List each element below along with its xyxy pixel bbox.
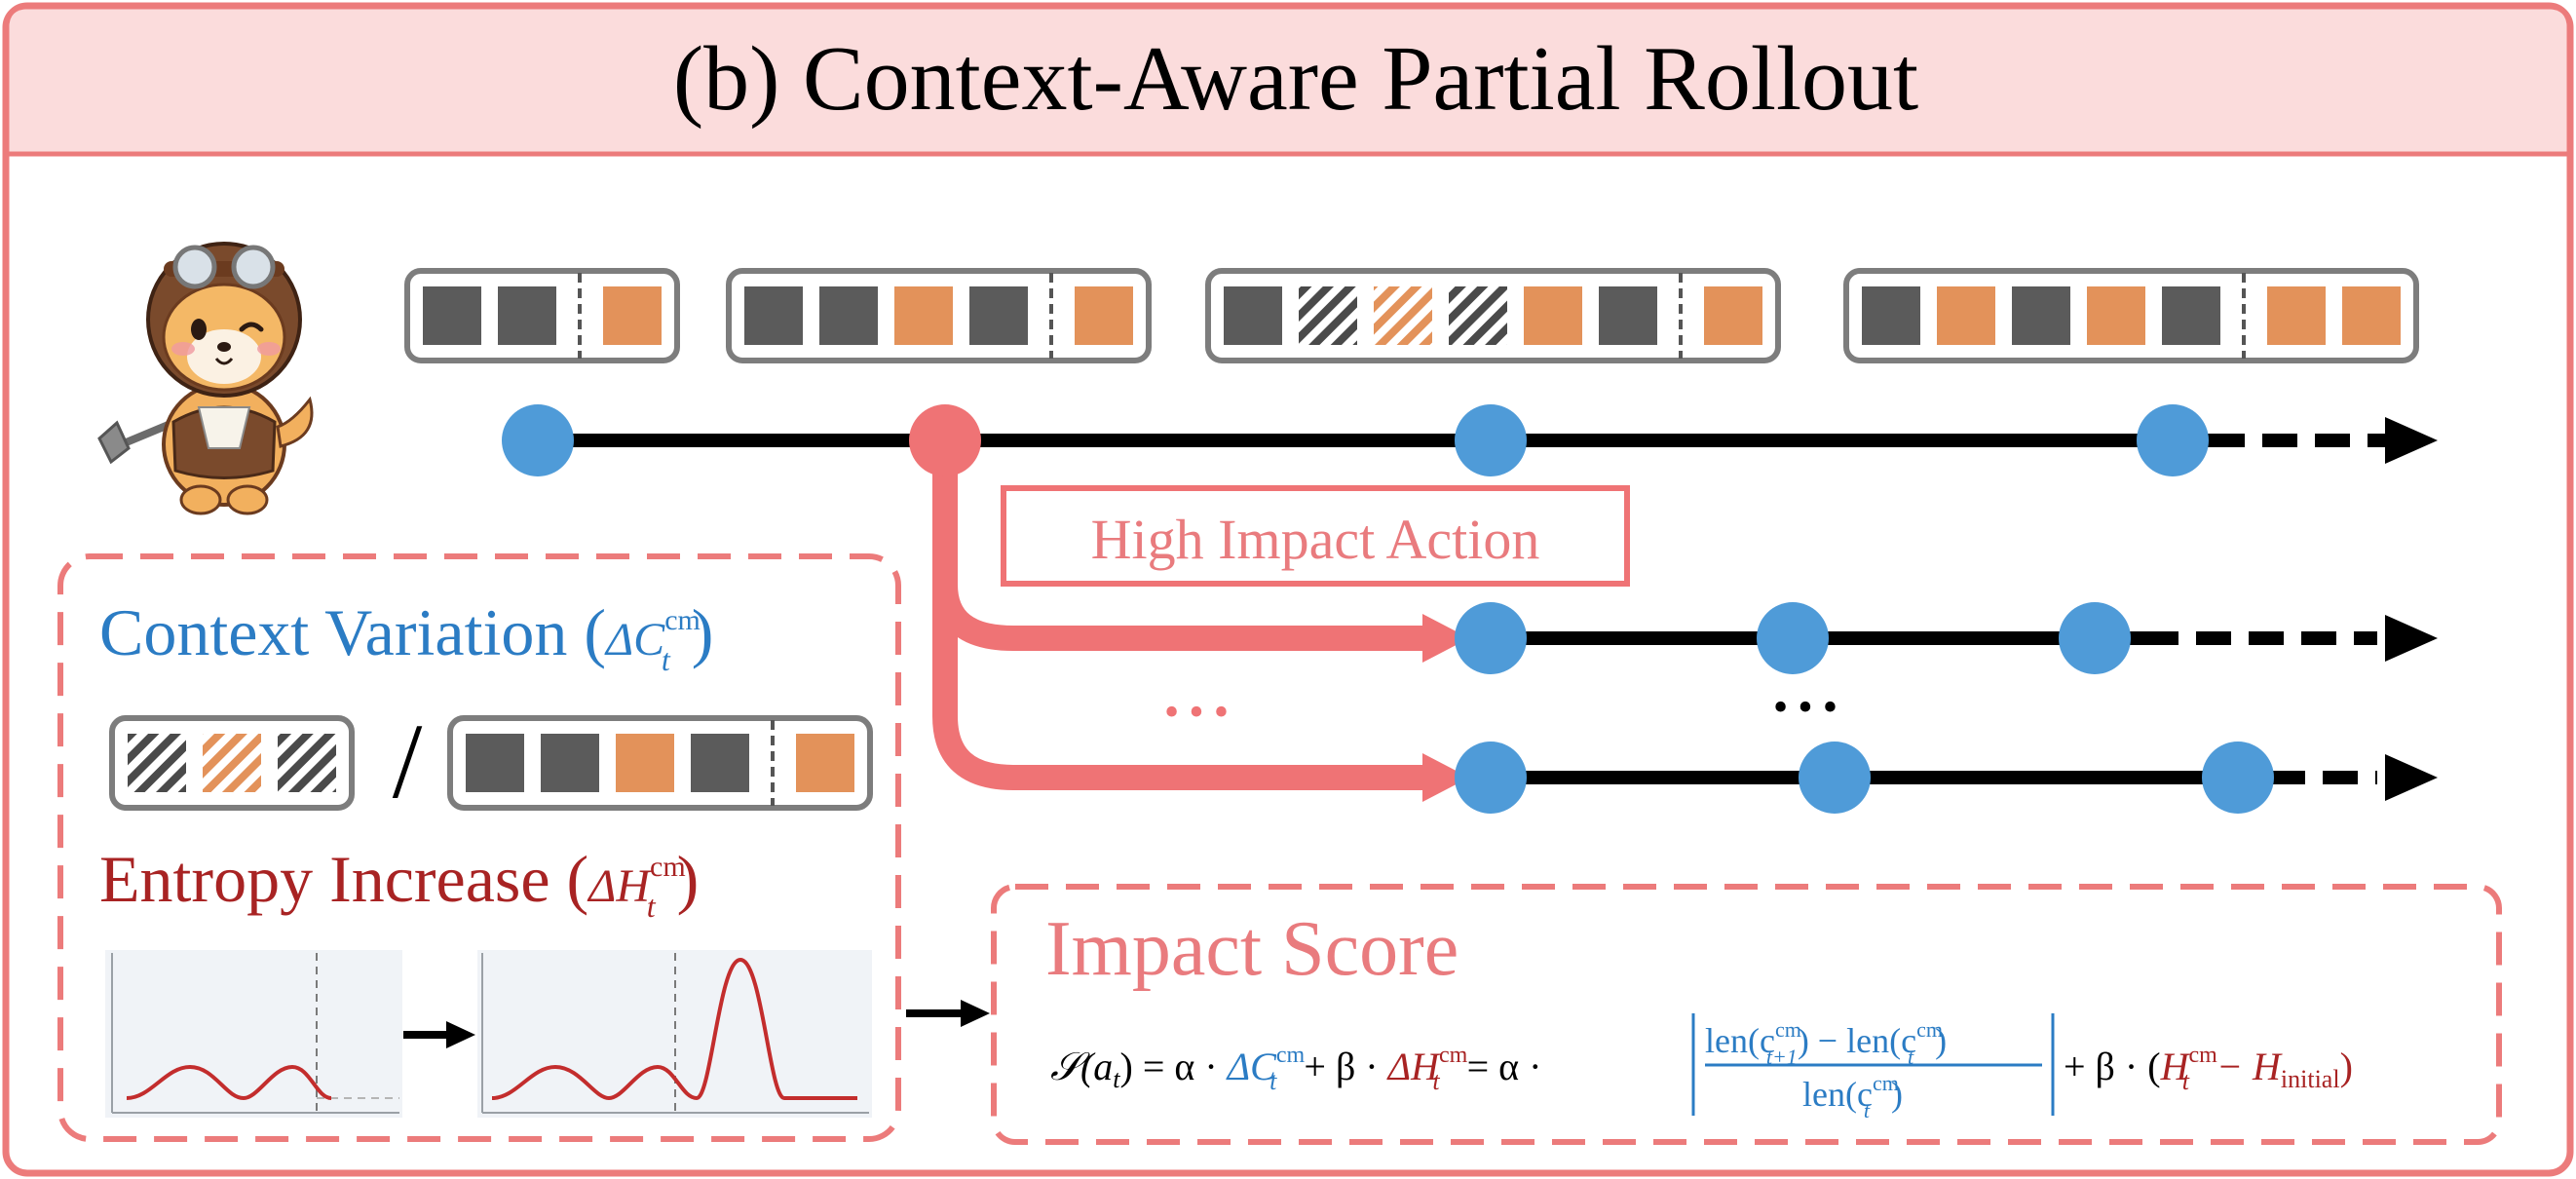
branch-arrow-2 [932,585,1427,790]
token-hatch-gray [128,734,186,792]
node-branch2-1 [1455,742,1527,814]
entropy-plot-before [105,950,402,1118]
token-hatch-gray [1299,286,1357,345]
token-orange [1704,286,1762,345]
branch-ellipsis-right: ••• [1773,683,1847,731]
current-context-2 [447,715,873,811]
main-trajectory-arrowhead [2385,417,2438,464]
token-gray [744,286,803,345]
token-gray [1599,286,1657,345]
impact-score-heading: Impact Score [1045,906,1458,992]
token-sequence-3 [1205,268,1781,363]
token-orange [894,286,953,345]
branch-arrow-2-head [1422,753,1469,802]
node-main-3 [1455,404,1527,476]
token-hatch-gray [1449,286,1507,345]
token-orange [2087,286,2145,345]
context-variation-example [109,715,873,811]
token-orange [1937,286,1995,345]
node-branch1-1 [1455,602,1527,674]
token-hatch-orange [203,734,261,792]
removed-context-1 [109,715,355,811]
token-hatch-orange [1374,286,1432,345]
token-orange [2267,286,2326,345]
token-gray [466,734,524,792]
token-gray [423,286,481,345]
token-gray [2012,286,2070,345]
node-branch1-2 [1757,602,1829,674]
token-hatch-gray [278,734,336,792]
token-gray [1224,286,1282,345]
token-sequence-4 [1843,268,2419,363]
branch-2-arrowhead [2385,754,2438,801]
token-gray [691,734,749,792]
node-branch2-2 [1799,742,1871,814]
token-gray [2162,286,2220,345]
branch-ellipsis-left: ••• [1164,688,1238,736]
token-gray [541,734,599,792]
context-slash: / [393,702,423,820]
branch-arrow-1-head [1422,614,1469,663]
token-sequences [404,268,2419,363]
token-gray [1862,286,1920,345]
node-start [502,404,574,476]
token-orange [1075,286,1133,345]
node-high-impact [909,404,981,476]
high-impact-action-label: High Impact Action [1091,508,1540,571]
token-orange [616,734,674,792]
node-main-4 [2137,404,2209,476]
token-orange [1524,286,1582,345]
token-gray [969,286,1028,345]
title-band [9,9,2567,154]
token-sequence-1 [404,268,680,363]
panel-to-score-arrow [906,1000,990,1027]
token-orange [2342,286,2401,345]
impact-score-panel [991,884,2502,1145]
token-sequence-2 [726,268,1152,363]
shiba-pilot-mascot-icon [97,242,314,515]
node-branch1-3 [2059,602,2131,674]
diagram-title: (b) Context-Aware Partial Rollout [673,28,1918,130]
branch-1-arrowhead [2385,615,2438,662]
entropy-plot-after [477,950,872,1118]
token-gray [498,286,556,345]
token-orange [796,734,854,792]
trajectory-nodes [502,404,2274,814]
token-gray [819,286,878,345]
token-orange [603,286,662,345]
high-impact-action-box [1001,485,1630,587]
entropy-arrow-1 [403,1021,475,1048]
node-branch2-3 [2202,742,2274,814]
